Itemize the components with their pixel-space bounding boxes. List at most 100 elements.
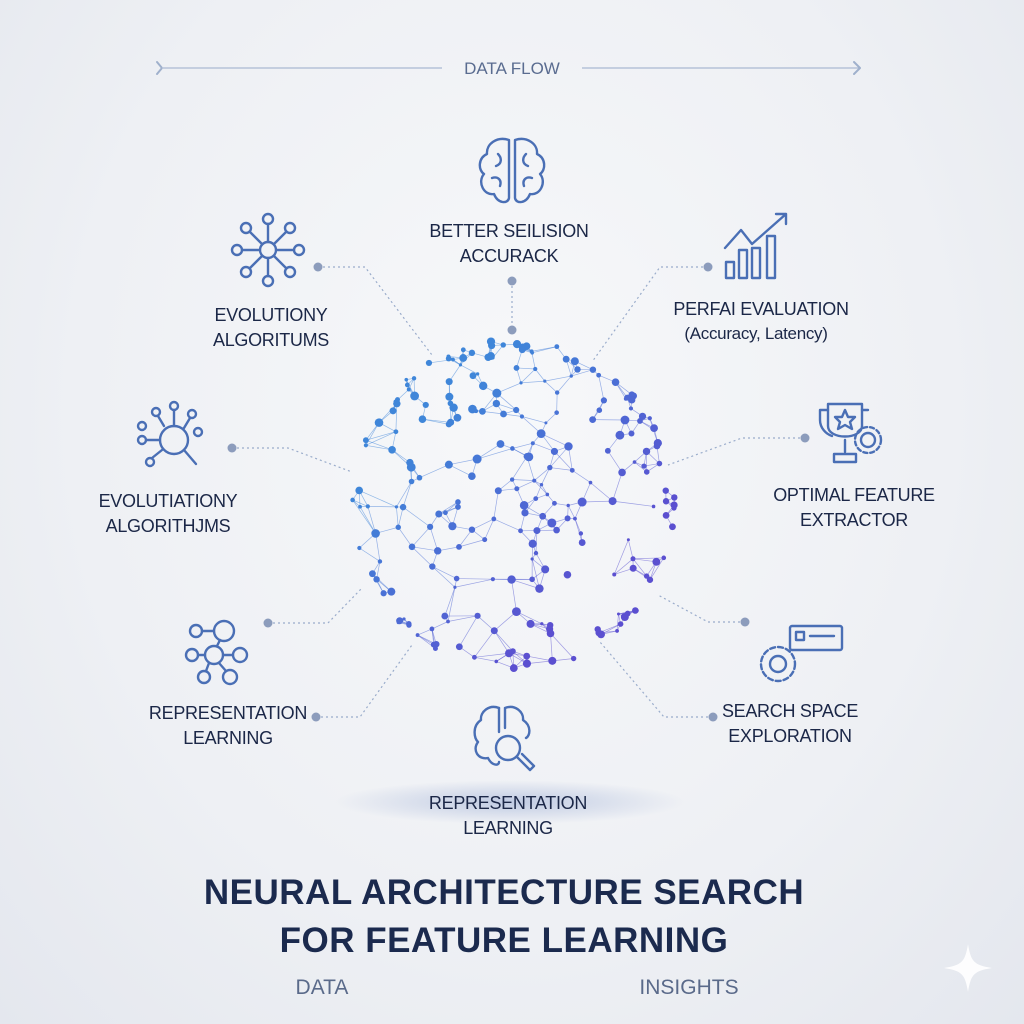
- network-node: [616, 612, 620, 616]
- network-edge: [365, 439, 393, 451]
- network-edge: [429, 526, 439, 551]
- network-edge: [582, 500, 613, 503]
- network-node: [394, 505, 399, 509]
- data-flow-label: DATA FLOW: [464, 59, 560, 78]
- network-node: [357, 545, 362, 551]
- network-edge: [540, 433, 569, 447]
- network-edge: [572, 470, 591, 483]
- node-lower-right: SEARCH SPACE EXPLORATION: [722, 624, 859, 746]
- network-node: [618, 468, 626, 477]
- network-edge: [397, 527, 413, 548]
- network-edge: [512, 442, 533, 449]
- network-edge: [607, 450, 623, 473]
- network-node: [529, 576, 535, 583]
- network-edge: [632, 558, 657, 563]
- network-edge: [616, 613, 619, 631]
- node-mid-right-line1: OPTIMAL FEATURE: [773, 485, 935, 505]
- network-node: [620, 415, 630, 425]
- network-node: [395, 524, 401, 530]
- network-edge: [474, 630, 495, 658]
- network-node: [529, 349, 534, 354]
- network-node: [632, 460, 637, 464]
- network-edge: [544, 375, 572, 382]
- network-node: [530, 441, 535, 446]
- network-node: [570, 655, 577, 662]
- network-node: [518, 346, 526, 354]
- network-edge: [411, 526, 431, 548]
- network-edge: [532, 442, 555, 452]
- network-edge: [511, 579, 540, 589]
- network-node: [479, 407, 486, 415]
- network-edge: [352, 499, 376, 534]
- network-node: [628, 406, 634, 411]
- network-node: [350, 497, 355, 503]
- network-node: [522, 659, 532, 668]
- network-edge: [511, 456, 528, 480]
- network-edge: [574, 518, 583, 543]
- network-node: [653, 442, 661, 450]
- network-node: [427, 523, 434, 530]
- network-node: [589, 416, 597, 424]
- network-edge: [411, 546, 433, 567]
- network-node: [641, 463, 647, 469]
- network-node: [662, 498, 670, 505]
- network-edge: [493, 518, 521, 532]
- node-bottom: REPRESENTATION LEARNING: [335, 705, 685, 838]
- network-node: [519, 501, 529, 510]
- network-node: [533, 366, 538, 372]
- network-edge: [541, 467, 551, 485]
- network-edge: [484, 518, 495, 540]
- network-edge: [454, 578, 493, 588]
- network-edge: [516, 367, 536, 370]
- node-mid-right-line2: EXTRACTOR: [800, 510, 908, 530]
- network-node: [490, 627, 498, 635]
- network-node: [469, 372, 477, 380]
- network-node: [500, 410, 507, 418]
- network-node: [630, 556, 636, 562]
- network-edge: [402, 506, 431, 528]
- network-node: [523, 652, 531, 660]
- network-node: [399, 503, 407, 511]
- network-node: [453, 575, 460, 582]
- network-node: [553, 526, 560, 534]
- network-node: [509, 477, 515, 482]
- network-node: [566, 503, 570, 508]
- node-upper-right: PERFAI EVALUATION (Accuracy, Latency): [673, 212, 849, 343]
- network-edge: [545, 412, 557, 424]
- network-edge: [476, 443, 501, 460]
- network-node: [445, 392, 454, 401]
- node-upper-left-line1: EVOLUTIONY: [214, 305, 327, 325]
- network-node: [535, 584, 544, 593]
- network-node: [671, 494, 678, 501]
- node-mid-left-line2: ALGORITHJMS: [106, 516, 231, 536]
- network-node: [615, 430, 625, 440]
- network-node: [474, 409, 479, 414]
- network-node: [611, 378, 620, 386]
- network-node: [482, 537, 488, 543]
- network-edge: [632, 557, 664, 560]
- network-node: [612, 572, 617, 577]
- network-node: [363, 443, 368, 448]
- network-node: [544, 421, 548, 425]
- network-node: [455, 643, 463, 651]
- node-lower-right-line2: EXPLORATION: [728, 726, 851, 746]
- network-edge: [402, 481, 412, 508]
- node-upper-left: EVOLUTIONY ALGORITUMS: [213, 212, 330, 350]
- network-node: [528, 539, 537, 548]
- network-node: [512, 607, 521, 617]
- network-node: [475, 372, 480, 376]
- network-edge: [598, 375, 605, 401]
- network-node: [604, 447, 611, 454]
- network-node: [564, 515, 571, 522]
- network-node: [490, 577, 495, 582]
- network-edge: [632, 558, 647, 577]
- network-edge: [493, 490, 499, 520]
- network-node: [492, 388, 502, 398]
- network-node: [539, 483, 544, 487]
- network-node: [380, 590, 387, 597]
- network-node: [408, 478, 415, 485]
- network-edge: [396, 506, 399, 528]
- network-edge: [474, 656, 497, 662]
- network-node: [373, 576, 380, 583]
- network-node: [540, 622, 544, 626]
